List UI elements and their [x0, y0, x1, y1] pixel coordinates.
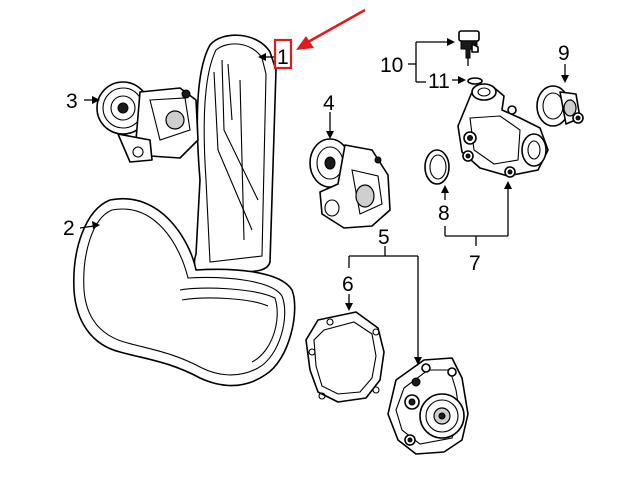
callout-1: 1 [277, 46, 289, 69]
belt-tensioner-assembly [96, 81, 199, 163]
callout-3: 3 [66, 90, 78, 113]
callout-6: 6 [342, 273, 354, 296]
callout-5: 5 [378, 226, 390, 249]
idler-pulley-tensioner [309, 138, 391, 229]
callout-9: 9 [558, 42, 570, 65]
serpentine-belt [193, 34, 277, 277]
leader-lines [79, 38, 569, 365]
sensor-o-ring [467, 77, 483, 85]
callout-labels: 1 2 3 4 5 6 7 8 9 10 11 [63, 42, 570, 296]
water-pump [387, 357, 469, 455]
highlight-arrow [307, 8, 366, 44]
thermostat-o-ring [424, 149, 450, 185]
callout-11: 11 [428, 70, 450, 93]
drive-belt [73, 197, 296, 387]
callout-2: 2 [63, 217, 75, 240]
highlight-arrow-head [296, 36, 314, 50]
callout-7: 7 [469, 252, 481, 275]
callout-4: 4 [323, 92, 335, 115]
temperature-sensor [458, 30, 480, 66]
highlight-box [273, 38, 293, 70]
thermostat-housing [457, 83, 549, 178]
thermostat [536, 85, 584, 127]
callout-highlight [273, 8, 366, 70]
water-pump-gasket [305, 311, 385, 403]
callout-8: 8 [438, 202, 450, 225]
callout-10: 10 [380, 54, 403, 77]
